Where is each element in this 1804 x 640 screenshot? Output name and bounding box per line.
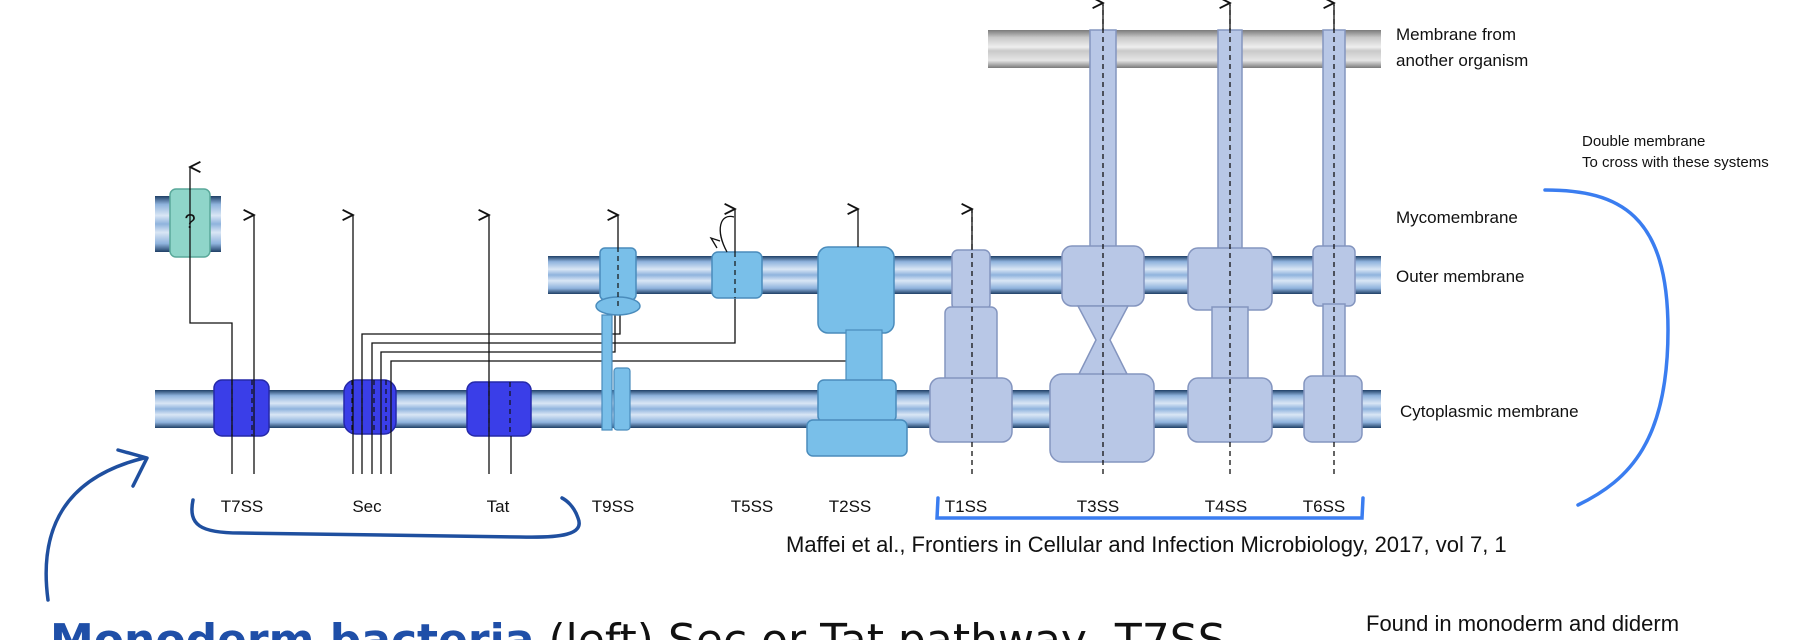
t6ss-complex (1303, 3, 1363, 474)
t5ss-complex (709, 209, 763, 299)
system-label-t5ss: T5SS (731, 497, 774, 516)
system-label-t7ss: T7SS (221, 497, 264, 516)
bottom-heading: Monoderm bacteria (left) Sec or Tat path… (50, 615, 1226, 640)
t3ss-complex (1049, 3, 1155, 474)
membrane-from-another-organism (988, 30, 1381, 68)
system-label-t9ss: T9SS (592, 497, 635, 516)
t1ss-complex (929, 209, 1013, 474)
system-label-t6ss: T6SS (1303, 497, 1346, 516)
citation: Maffei et al., Frontiers in Cellular and… (786, 532, 1507, 557)
note-cross-systems: To cross with these systems (1582, 154, 1769, 171)
label-cytoplasmic-membrane: Cytoplasmic membrane (1400, 402, 1579, 421)
diderm-systems-bracket (1543, 188, 1670, 507)
t2ss-complex (806, 209, 908, 457)
label-membrane-other-line2: another organism (1396, 51, 1528, 70)
monoderm-bacteria-text: Monoderm bacteria (50, 615, 534, 640)
diderm-label-bracket (935, 496, 1365, 520)
sec-complex (344, 215, 397, 474)
label-outer-membrane: Outer membrane (1396, 267, 1525, 286)
system-label-t3ss: T3SS (1077, 497, 1120, 516)
t7ss-complex: ? (169, 167, 270, 474)
label-mycomembrane: Mycomembrane (1396, 208, 1518, 227)
system-label-sec: Sec (352, 497, 382, 516)
t4ss-complex (1187, 3, 1273, 474)
system-label-t2ss: T2SS (829, 497, 872, 516)
tat-complex (466, 215, 532, 474)
label-membrane-other-line1: Membrane from (1396, 25, 1516, 44)
pathway-text: (left) Sec or Tat pathway, T7SS (534, 615, 1225, 640)
t9ss-complex (595, 215, 641, 431)
system-label-t1ss: T1SS (945, 497, 988, 516)
system-label-t4ss: T4SS (1205, 497, 1248, 516)
note-double-membrane: Double membrane (1582, 133, 1705, 150)
system-label-tat: Tat (487, 497, 510, 516)
curved-arrow-icon (44, 448, 149, 602)
monoderm-systems-bracket (190, 496, 581, 539)
found-in-text: Found in monoderm and diderm (1366, 611, 1679, 636)
